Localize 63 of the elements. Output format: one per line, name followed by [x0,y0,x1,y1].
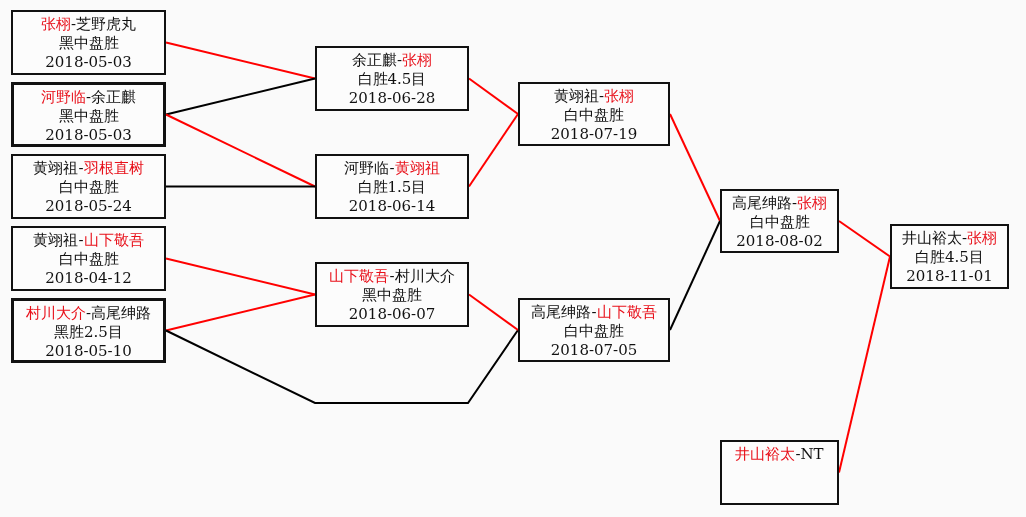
date-label: 2018-05-10 [45,342,132,361]
matchup-label: 黄翊祖-张栩 [553,87,635,106]
bracket-line [468,77,519,115]
result-label: 白胜1.5目 [357,178,427,197]
bracket-line [838,220,891,258]
bracket-line [165,185,316,188]
result-label: 白胜4.5目 [915,248,984,267]
matchup-label: 井山裕太-张栩 [901,229,998,248]
date-label: 2018-05-24 [45,197,132,216]
bracket-line [165,293,316,332]
match-box [315,262,469,327]
match-box [720,189,839,253]
matchup-label: 黄翊祖-羽根直树 [33,159,144,178]
date-label: 2018-07-05 [550,341,638,360]
match-box [315,46,469,111]
matchup-label: 高尾绅路-张栩 [731,194,828,213]
matchup-label: 井山裕太-NT [735,445,824,464]
matchup-label: 黄翊祖-山下敬吾 [33,231,144,250]
date-label: 2018-04-12 [45,269,132,288]
match-box [11,298,166,363]
result-label: 黑中盘胜 [58,107,119,126]
matchup-label: 高尾绅路-山下敬吾 [531,303,657,322]
result-label: 白中盘胜 [58,250,119,269]
bracket-line [165,329,519,404]
result-label: 白中盘胜 [564,106,624,125]
date-label: 2018-06-14 [348,197,436,216]
matchup-label: 河野临-余正麒 [40,88,137,107]
match-box [11,154,166,219]
match-box [11,82,166,147]
matchup-label: 山下敬吾-村川大介 [329,267,455,286]
bracket-line [165,257,316,296]
result-label: 白中盘胜 [58,178,119,197]
match-box [315,154,469,219]
bracket-line [468,113,519,188]
match-box [890,224,1009,289]
result-label: 黑胜2.5目 [54,323,123,342]
result-label: 黑中盘胜 [58,34,119,53]
match-box [518,82,670,146]
date-label: 2018-05-03 [45,126,132,145]
match-box [518,298,670,362]
result-label: 白胜4.5目 [357,70,427,89]
date-label: 2018-11-01 [906,267,993,286]
matchup-label: 余正麒-张栩 [351,51,433,70]
match-box [11,10,166,75]
result-label: 白中盘胜 [749,213,810,232]
result-label: 白中盘胜 [564,322,624,341]
bracket-line [468,293,519,331]
date-label: 2018-06-28 [348,89,436,108]
bracket-line [669,113,721,222]
matchup-label: 张栩-芝野虎丸 [40,15,137,34]
bracket-line [165,77,316,116]
date-label: 2018-05-03 [45,53,132,72]
bracket-line [165,113,316,188]
match-box [720,440,839,505]
bracket-line [165,41,316,80]
matchup-label: 河野临-黄翊祖 [344,159,440,178]
date-label: 2018-08-02 [736,232,823,251]
bracket-line [669,220,721,331]
result-label: 黑中盘胜 [362,286,422,305]
date-label: 2018-07-19 [550,125,638,144]
date-label: 2018-06-07 [348,305,436,324]
matchup-label: 村川大介-高尾绅路 [25,304,152,323]
match-box [11,226,166,291]
